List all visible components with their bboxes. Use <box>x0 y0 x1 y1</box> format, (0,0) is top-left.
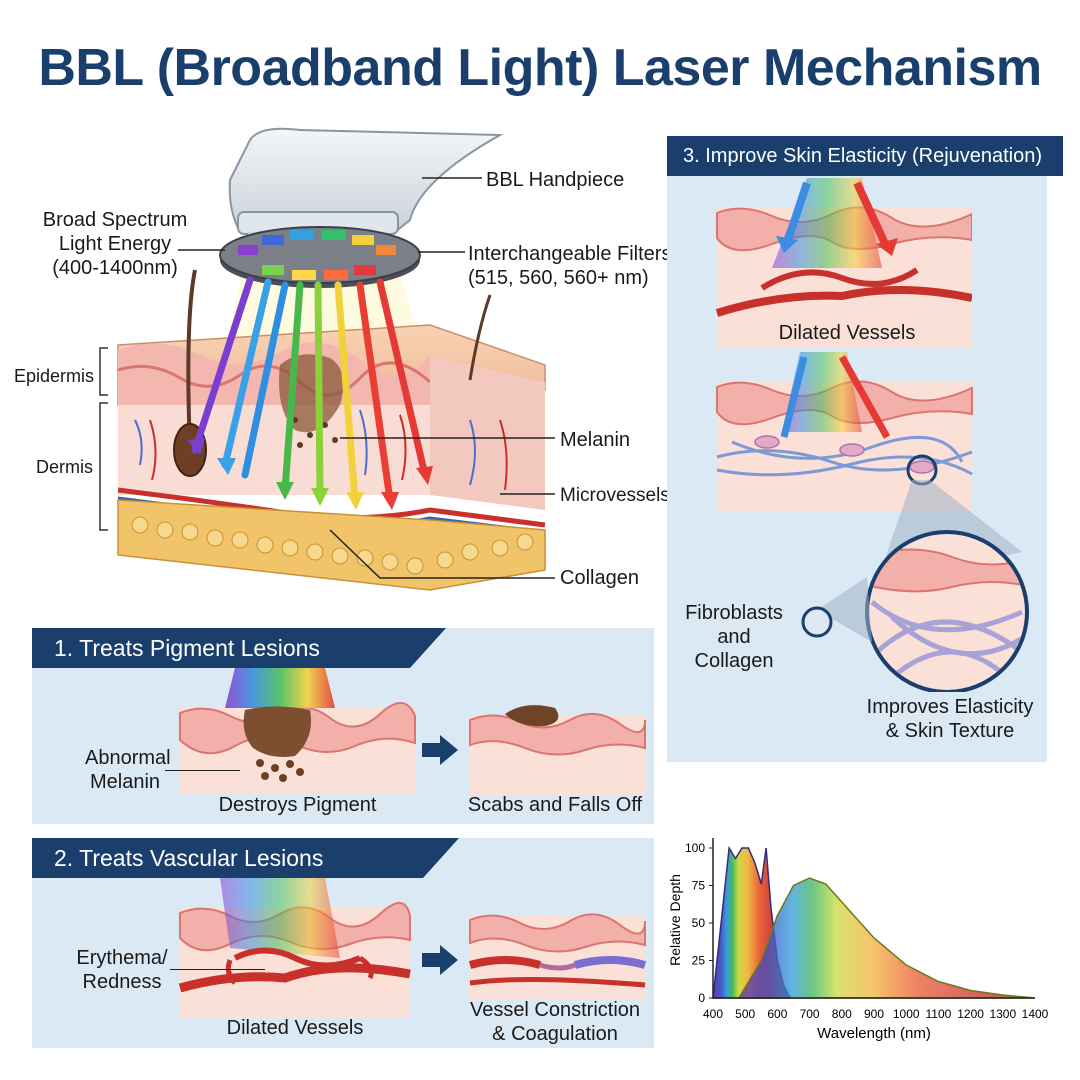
label-erythema: Erythema/ Redness <box>72 946 172 994</box>
chart-x-tick-label: 500 <box>735 1007 755 1021</box>
broad-spectrum-line2: Light Energy <box>58 233 172 255</box>
panel1-header: 1. Treats Pigment Lesions <box>32 628 446 668</box>
label-melanin: Melanin <box>560 429 631 451</box>
light-arrows <box>191 276 429 504</box>
panel2-header: 2. Treats Vascular Lesions <box>32 838 459 878</box>
label-microvessels: Microvessels <box>560 485 670 506</box>
label-bbl-handpiece: BBL Handpiece <box>486 169 625 191</box>
caption-rejuvenation-vessels: Dilated Vessels <box>778 322 916 344</box>
label-abnormal-melanin: Abnormal Melanin <box>85 746 171 794</box>
label-collagen: Collagen <box>560 567 639 589</box>
bbl-handpiece <box>228 127 504 246</box>
wavelength-depth-chart: 400 500 600 700 800 900 1000 1100 1200 1300 1400 0 2… <box>667 838 1049 1042</box>
chart-x-tick-label: 600 <box>767 1007 787 1021</box>
filter-wheel <box>219 226 421 288</box>
chart-x-tick-label: 1000 <box>893 1007 920 1021</box>
abnormal-line1: Abnormal <box>85 747 171 769</box>
erythema-line2: Redness <box>82 971 162 993</box>
chart-x-tick-label: 700 <box>800 1007 820 1021</box>
page-title: BBL (Broadband Light) Laser Mechanism <box>38 39 1042 97</box>
chart-ticks-group: 400 500 600 700 800 900 1000 1100 1200 1300 1400 0 2… <box>685 841 1049 1021</box>
label-filters: Interchangeable Filters (515, 560, 560+ … <box>468 242 671 290</box>
chart-x-tick-label: 1200 <box>957 1007 984 1021</box>
label-dermis: Dermis <box>36 457 93 477</box>
leader-erythema <box>170 969 265 970</box>
abnormal-line2: Melanin <box>89 771 161 793</box>
chart-xlabel: Wavelength (nm) <box>817 1025 931 1042</box>
chart-series-2-area <box>738 877 1036 999</box>
rejuvenation-vessels-illustration <box>715 178 972 348</box>
fibroblast-collagen-illustration <box>716 352 1029 692</box>
constriction-line1: Vessel Constriction <box>469 999 641 1021</box>
filters-line2: (515, 560, 560+ nm) <box>468 267 649 289</box>
chart-y-tick-label: 50 <box>692 916 706 930</box>
arrow-right-icon <box>422 735 458 765</box>
arrow-heads <box>187 438 433 510</box>
chart-x-tick-label: 1100 <box>925 1007 951 1021</box>
vascular-before-illustration <box>178 878 411 1018</box>
pigment-after-illustration <box>469 705 646 795</box>
chart-y-tick-label: 100 <box>685 841 705 855</box>
filters-line1: Interchangeable Filters <box>468 243 672 265</box>
leader-abnormal <box>165 770 240 771</box>
label-broad-spectrum: Broad Spectrum Light Energy (400-1400nm) <box>40 208 190 280</box>
chart-y-tick-label: 25 <box>692 954 706 968</box>
chart-x-tick-label: 1400 <box>1022 1007 1049 1021</box>
caption-scabs: Scabs and Falls Off <box>467 794 643 816</box>
label-epidermis: Epidermis <box>14 366 95 386</box>
label-fibroblasts: Fibroblasts and Collagen <box>676 601 792 673</box>
improves-line1: Improves Elasticity <box>866 696 1034 718</box>
fibro-line1: Fibroblasts <box>685 602 783 624</box>
constriction-line2: & Coagulation <box>492 1023 618 1045</box>
chart-x-tick-label: 1300 <box>989 1007 1016 1021</box>
chart-x-tick-label: 800 <box>832 1007 852 1021</box>
broad-spectrum-line3: (400-1400nm) <box>52 257 178 279</box>
chart-x-tick-label: 400 <box>703 1007 723 1021</box>
broad-spectrum-line1: Broad Spectrum <box>42 209 188 231</box>
chart-series-group <box>712 845 1036 999</box>
chart-ylabel: Relative Depth <box>667 874 683 966</box>
caption-destroys-pigment: Destroys Pigment <box>218 794 377 816</box>
fibro-line2: and Collagen <box>694 626 774 672</box>
caption-dilated-vessels: Dilated Vessels <box>226 1017 364 1039</box>
chart-y-tick-label: 75 <box>692 879 706 893</box>
caption-vessel-constriction: Vessel Constriction & Coagulation <box>455 998 655 1046</box>
arrow-right-icon <box>422 945 458 975</box>
skin-cross-section-diagram <box>99 127 555 591</box>
chart-x-tick-label: 900 <box>864 1007 884 1021</box>
improves-line2: & Skin Texture <box>885 720 1015 742</box>
panel3-header: 3. Improve Skin Elasticity (Rejuvenation… <box>667 136 1063 176</box>
chart-y-tick-label: 0 <box>698 991 705 1005</box>
label-improves-elasticity: Improves Elasticity & Skin Texture <box>850 695 1050 743</box>
pigment-before-illustration <box>179 668 416 793</box>
vascular-after-illustration <box>468 913 647 1000</box>
erythema-line1: Erythema/ <box>76 947 168 969</box>
